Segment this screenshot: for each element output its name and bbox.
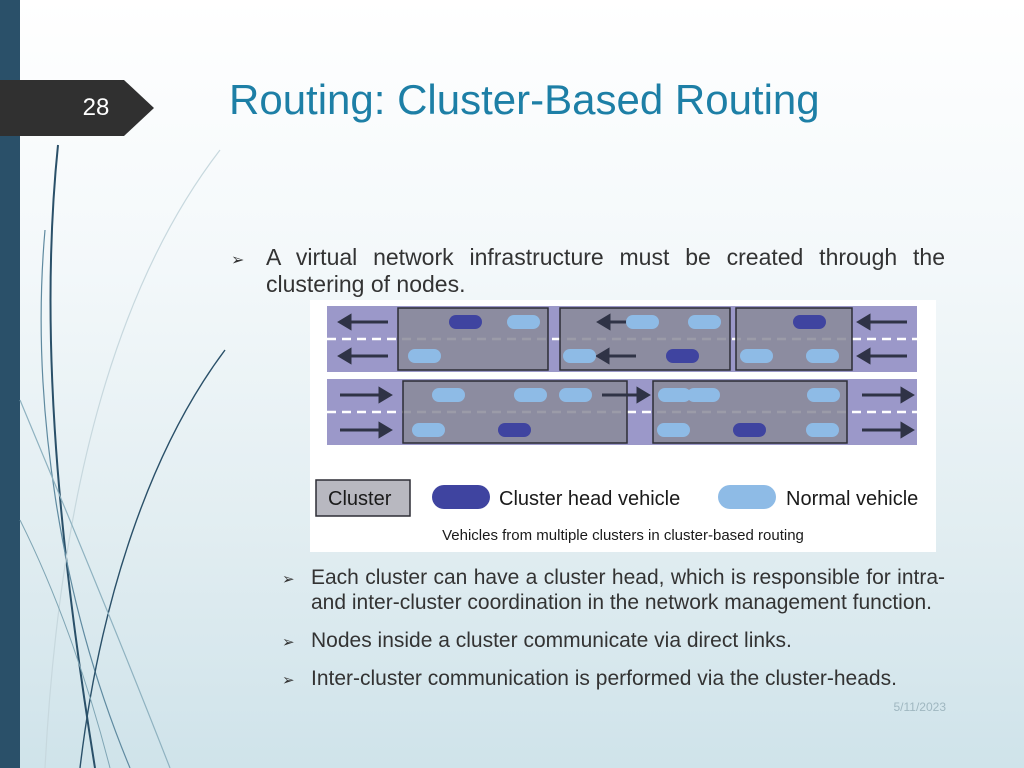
- decorative-curves: [19, 144, 226, 768]
- normal-vehicle: [626, 315, 659, 329]
- arrows-bottom: [340, 386, 915, 439]
- legend-normal-label: Normal vehicle: [786, 488, 918, 510]
- cluster-head-vehicle: [733, 423, 766, 437]
- bullet-arrow-icon: ➢: [231, 252, 245, 269]
- cluster-routing-figure: Cluster Cluster head vehicle Normal vehi…: [310, 300, 936, 552]
- bullet-arrow-icon: ➢: [282, 634, 295, 651]
- normal-vehicle: [563, 349, 596, 363]
- legend-normal-swatch: [718, 485, 776, 509]
- normal-vehicle: [412, 423, 445, 437]
- normal-vehicle: [658, 388, 691, 402]
- normal-vehicle: [507, 315, 540, 329]
- normal-vehicle: [432, 388, 465, 402]
- normal-vehicle: [514, 388, 547, 402]
- sub-bullet-text: Nodes inside a cluster communicate via d…: [311, 629, 792, 652]
- slide-number-tab: 28: [0, 80, 154, 136]
- figure-caption: Vehicles from multiple clusters in clust…: [442, 527, 804, 544]
- sub-bullet: ➢ Nodes inside a cluster communicate via…: [282, 628, 945, 653]
- sub-bullet: ➢ Inter-cluster communication is perform…: [282, 666, 945, 691]
- legend-cluster-head-swatch: [432, 485, 490, 509]
- normal-vehicle: [807, 388, 840, 402]
- normal-vehicle: [657, 423, 690, 437]
- bullet-arrow-icon: ➢: [282, 672, 295, 689]
- normal-vehicle: [740, 349, 773, 363]
- main-bullet: ➢ A virtual network infrastructure must …: [231, 244, 945, 298]
- normal-vehicle: [806, 349, 839, 363]
- legend-cluster-label: Cluster: [328, 488, 392, 510]
- slide-title: Routing: Cluster-Based Routing: [229, 76, 820, 123]
- normal-vehicle: [408, 349, 441, 363]
- legend-cluster-swatch: [315, 479, 411, 517]
- sub-bullet-text: Each cluster can have a cluster head, wh…: [311, 566, 945, 614]
- arrows-top: [337, 313, 907, 365]
- left-accent-bar: [0, 0, 20, 768]
- sub-bullet-list: ➢ Each cluster can have a cluster head, …: [282, 565, 945, 704]
- main-bullet-text: A virtual network infrastructure must be…: [266, 244, 945, 297]
- cluster-head-vehicle: [449, 315, 482, 329]
- legend-cluster-head-label: Cluster head vehicle: [499, 488, 680, 510]
- footer-date: 5/11/2023: [893, 700, 947, 714]
- normal-vehicle: [688, 315, 721, 329]
- sub-bullet-text: Inter-cluster communication is performed…: [311, 667, 897, 690]
- normal-vehicle: [687, 388, 720, 402]
- bullet-arrow-icon: ➢: [282, 571, 295, 588]
- cluster-head-vehicle: [793, 315, 826, 329]
- sub-bullet: ➢ Each cluster can have a cluster head, …: [282, 565, 945, 615]
- normal-vehicle: [806, 423, 839, 437]
- cluster-head-vehicle: [666, 349, 699, 363]
- road-diagram: Cluster Cluster head vehicle Normal vehi…: [315, 306, 918, 517]
- cluster-head-vehicle: [498, 423, 531, 437]
- normal-vehicle: [559, 388, 592, 402]
- slide-number: 28: [82, 94, 110, 121]
